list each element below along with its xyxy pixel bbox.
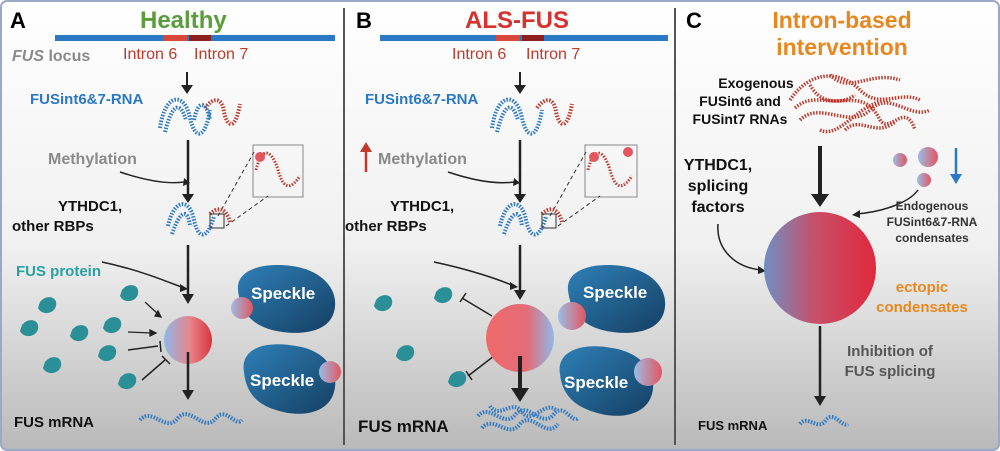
- exogenous-rna-tangle-icon: [788, 73, 931, 134]
- rna-helix-icon: [490, 97, 574, 136]
- panel-b-title: ALS-FUS: [465, 7, 569, 34]
- endogenous-label-line3: condensates: [895, 231, 969, 245]
- arrow-down-icon: [514, 290, 526, 300]
- mrna-strand-icon: [476, 404, 580, 432]
- rbp-label-line1: YTHDC1,: [58, 198, 122, 215]
- mrna-strand-icon: [138, 412, 244, 426]
- methylation-inset-box: [584, 144, 638, 198]
- inhibition-bar-icon: [459, 292, 495, 381]
- panel-c-title-line2: intervention: [776, 34, 908, 60]
- rna-helix-icon: [158, 97, 242, 136]
- exogenous-label-line2: FUSint6 and: [699, 93, 781, 109]
- panel-c-title-line1: Intron-based: [772, 7, 911, 33]
- mrna-label: FUS mRNA: [14, 414, 94, 431]
- inhibition-label-line2: FUS splicing: [845, 363, 936, 380]
- arrow-down-icon: [511, 388, 529, 402]
- methyl-mark-icon: [623, 147, 633, 157]
- intron6-label: Intron 6: [452, 46, 506, 63]
- exogenous-label-line3: FUSint7 RNAs: [693, 111, 788, 127]
- condensate-droplet-icon: [893, 147, 938, 187]
- rbp-label-line2: other RBPs: [12, 218, 94, 235]
- ythdc1-label-line3: factors: [691, 199, 744, 216]
- inhibition-label-line1: Inhibition of: [847, 343, 934, 360]
- intron7-label: Intron 7: [194, 46, 248, 63]
- intron7-segment: [522, 35, 544, 41]
- panel-a-letter: A: [10, 8, 26, 33]
- speckle-icon: [231, 265, 336, 333]
- endogenous-label-line2: FUSint6&7-RNA: [887, 215, 978, 229]
- rna-label: FUSint6&7-RNA: [365, 91, 479, 108]
- panel-b: B ALS-FUS Intron 6 Intron 7 FUSint6&7-RN…: [345, 7, 668, 436]
- fus-protein-icon: [20, 285, 139, 390]
- ectopic-label-line2: condensates: [876, 299, 968, 316]
- ectopic-condensate-icon: [764, 212, 876, 324]
- panel-a: A Healthy FUS locus Intron 6 Intron 7 FU…: [10, 7, 341, 431]
- mrna-label: FUS mRNA: [698, 418, 768, 433]
- ythdc1-label-line1: YTHDC1,: [684, 157, 752, 174]
- exogenous-label-line1: Exogenous: [718, 75, 794, 91]
- panel-a-title: Healthy: [140, 7, 227, 34]
- condensate-droplet-icon: [164, 316, 212, 364]
- fus-protein-icon: [374, 287, 467, 388]
- arrow-down-icon: [181, 72, 193, 94]
- arrow-down-icon: [182, 194, 194, 203]
- rbp-label-line2: other RBPs: [345, 218, 427, 235]
- intron6-segment: [496, 35, 520, 41]
- rna-helix-icon: [498, 202, 564, 237]
- rna-label: FUSint6&7-RNA: [30, 91, 144, 108]
- arrow-down-icon: [814, 396, 826, 406]
- panel-c: C Intron-based intervention Exogenous FU…: [684, 7, 978, 433]
- panel-c-letter: C: [686, 8, 702, 33]
- arrow-down-icon: [514, 72, 526, 94]
- fus-protein-label: FUS protein: [16, 263, 101, 280]
- methyl-mark-icon: [255, 152, 265, 162]
- methylation-inset-box: [252, 144, 304, 198]
- intron7-segment: [189, 35, 211, 41]
- panel-b-letter: B: [356, 8, 372, 33]
- arrow-down-icon: [182, 390, 194, 400]
- mrna-label: FUS mRNA: [358, 417, 449, 436]
- methyl-mark-icon: [589, 152, 599, 162]
- intron6-label: Intron 6: [123, 46, 177, 63]
- blue-down-arrow-icon: [950, 148, 962, 184]
- rna-helix-icon: [166, 202, 232, 237]
- ectopic-label-line1: ectopic: [896, 279, 949, 296]
- speckle-label-top: Speckle: [251, 284, 315, 303]
- speckle-label-bottom: Speckle: [250, 371, 314, 390]
- endogenous-label-line1: Endogenous: [896, 199, 969, 213]
- speckle-icon: [558, 265, 666, 333]
- ythdc1-label-line2: splicing: [688, 178, 748, 195]
- speckle-icon: [243, 344, 341, 414]
- fus-locus-label: FUS locus: [12, 48, 90, 65]
- arrow-down-icon: [514, 194, 526, 203]
- speckle-label-top: Speckle: [583, 283, 647, 302]
- condensate-droplet-icon: [486, 304, 554, 372]
- arrow-down-icon: [182, 294, 194, 304]
- arrow-down-icon: [811, 194, 829, 207]
- inhibition-bar-icon: [127, 340, 171, 381]
- speckle-icon: [559, 346, 662, 416]
- intron7-label: Intron 7: [526, 46, 580, 63]
- methylation-label: Methylation: [48, 151, 137, 168]
- intron6-segment: [163, 35, 187, 41]
- rbp-label-line1: YTHDC1,: [390, 198, 454, 215]
- speckle-label-bottom: Speckle: [564, 373, 628, 392]
- red-up-arrow-icon: [360, 142, 372, 172]
- methylation-label: Methylation: [378, 151, 467, 168]
